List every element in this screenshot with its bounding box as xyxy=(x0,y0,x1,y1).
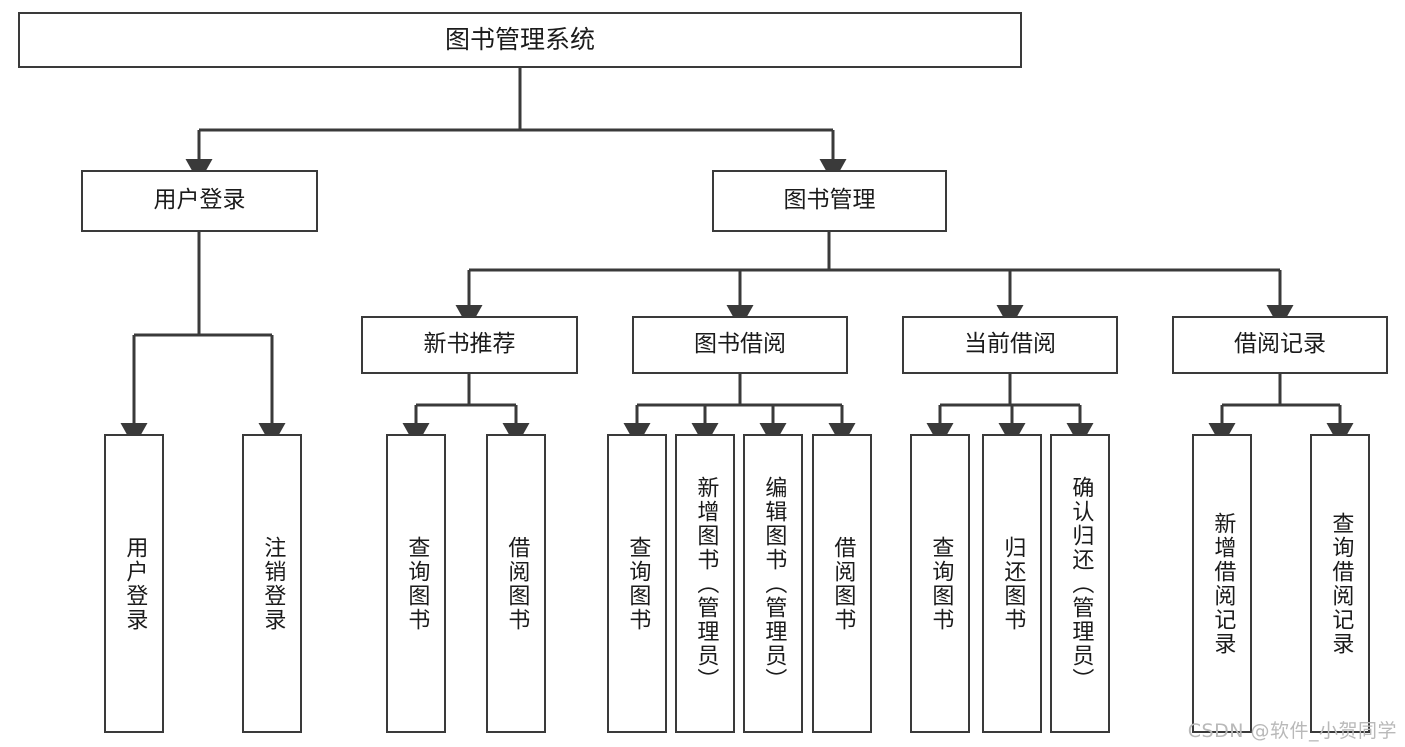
node-tier3-2-label: 当前借阅 xyxy=(964,331,1056,358)
node-leaf-9[interactable]: 归还图书 xyxy=(982,434,1042,733)
node-leaf-3[interactable]: 借阅图书 xyxy=(486,434,546,733)
node-leaf-10[interactable]: 确认归还（管理员） xyxy=(1050,434,1110,733)
node-tier2-1[interactable]: 图书管理 xyxy=(712,170,947,232)
node-leaf-6[interactable]: 编辑图书（管理员） xyxy=(743,434,803,733)
node-tier3-0-label: 新书推荐 xyxy=(423,331,516,358)
node-leaf-5-label: 新增图书（管理员） xyxy=(693,475,719,692)
node-leaf-1[interactable]: 注销登录 xyxy=(242,434,302,733)
node-leaf-9-label: 归还图书 xyxy=(1000,535,1026,632)
node-leaf-12-label: 查询借阅记录 xyxy=(1328,511,1354,656)
node-leaf-3-label: 借阅图书 xyxy=(504,535,530,632)
watermark: CSDN @软件_小贺同学 xyxy=(1187,720,1397,742)
node-leaf-0-label: 用户登录 xyxy=(122,535,148,632)
node-tier2-0-label: 用户登录 xyxy=(153,187,246,214)
node-leaf-4-label: 查询图书 xyxy=(625,535,651,632)
node-leaf-7[interactable]: 借阅图书 xyxy=(812,434,872,733)
node-root-system-label: 图书管理系统 xyxy=(444,25,595,54)
node-leaf-4[interactable]: 查询图书 xyxy=(607,434,667,733)
node-tier2-1-label: 图书管理 xyxy=(783,187,876,214)
node-leaf-11[interactable]: 新增借阅记录 xyxy=(1192,434,1252,733)
node-leaf-5[interactable]: 新增图书（管理员） xyxy=(675,434,735,733)
node-tier3-3-label: 借阅记录 xyxy=(1234,331,1326,358)
node-tier2-0[interactable]: 用户登录 xyxy=(81,170,318,232)
node-leaf-0[interactable]: 用户登录 xyxy=(104,434,164,733)
node-tier3-3[interactable]: 借阅记录 xyxy=(1172,316,1388,374)
node-leaf-12[interactable]: 查询借阅记录 xyxy=(1310,434,1370,733)
node-root-system[interactable]: 图书管理系统 xyxy=(18,12,1022,68)
node-leaf-2-label: 查询图书 xyxy=(404,535,430,632)
node-leaf-2[interactable]: 查询图书 xyxy=(386,434,446,733)
node-leaf-11-label: 新增借阅记录 xyxy=(1210,511,1236,656)
node-tier3-2[interactable]: 当前借阅 xyxy=(902,316,1118,374)
node-leaf-8[interactable]: 查询图书 xyxy=(910,434,970,733)
node-leaf-10-label: 确认归还（管理员） xyxy=(1068,475,1094,692)
node-tier3-0[interactable]: 新书推荐 xyxy=(361,316,578,374)
node-leaf-7-label: 借阅图书 xyxy=(830,535,856,632)
node-leaf-1-label: 注销登录 xyxy=(260,535,286,632)
node-tier3-1-label: 图书借阅 xyxy=(694,331,786,358)
node-leaf-8-label: 查询图书 xyxy=(928,535,954,632)
node-leaf-6-label: 编辑图书（管理员） xyxy=(761,475,787,692)
node-tier3-1[interactable]: 图书借阅 xyxy=(632,316,848,374)
